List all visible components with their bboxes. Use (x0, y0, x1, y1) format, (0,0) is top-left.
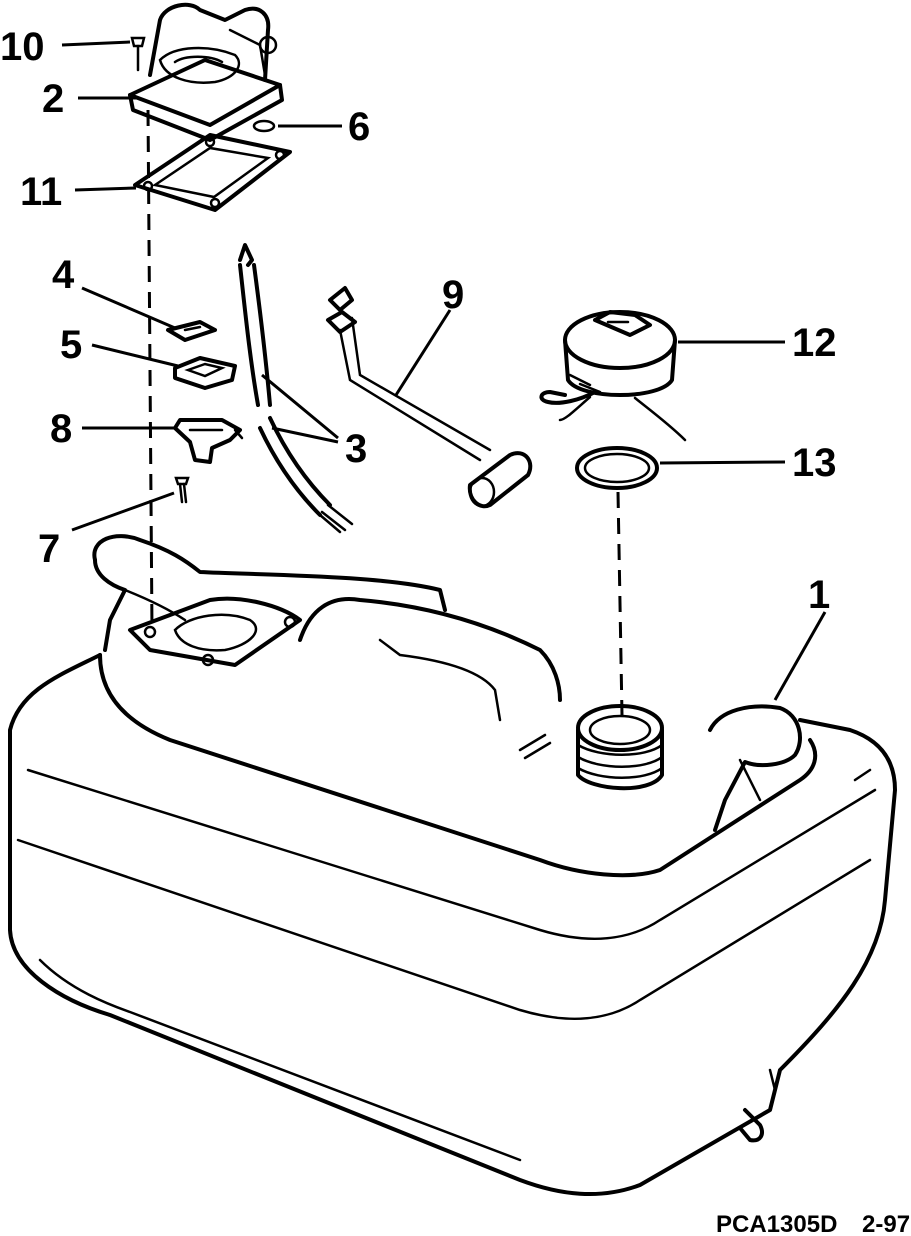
callout-10: 10 (0, 25, 45, 69)
leader-13 (659, 460, 786, 465)
fuel-tank (8, 534, 897, 1197)
callout-13: 13 (792, 441, 837, 485)
figure-code: PCA1305D (716, 1211, 837, 1236)
leader-11 (74, 186, 137, 192)
float-arm-9 (326, 286, 533, 509)
leader-4 (81, 286, 176, 330)
leader-9 (394, 309, 452, 396)
gasket-5 (173, 356, 237, 390)
cap-alignment-line (616, 491, 624, 716)
sender-alignment-line (146, 109, 154, 631)
screw-10 (130, 36, 146, 72)
callout-7: 7 (38, 527, 60, 571)
bracket-8 (173, 418, 244, 464)
gasket-11 (133, 133, 292, 212)
gasket-13 (575, 446, 659, 490)
callout-11: 11 (20, 170, 62, 214)
leader-5 (91, 343, 179, 368)
figure-date: 2-97 (862, 1211, 910, 1236)
callout-1: 1 (808, 573, 830, 617)
o-ring-6 (252, 119, 276, 133)
callout-3: 3 (345, 427, 367, 471)
hose-3 (238, 243, 354, 534)
leader-7 (71, 491, 175, 532)
callout-2: 2 (42, 77, 64, 121)
callout-8: 8 (50, 407, 72, 451)
callout-4: 4 (52, 253, 75, 297)
callout-6: 6 (348, 105, 370, 149)
leader-1 (773, 611, 827, 701)
clip-4 (166, 320, 217, 342)
callout-5: 5 (60, 323, 82, 367)
screw-7 (174, 476, 190, 504)
leader-3 (261, 373, 339, 444)
callout-12: 12 (792, 321, 837, 365)
leader-10 (61, 40, 131, 47)
callout-9: 9 (442, 273, 464, 317)
fill-cap-12 (539, 310, 687, 442)
fuel-sender-cover (128, 2, 284, 142)
